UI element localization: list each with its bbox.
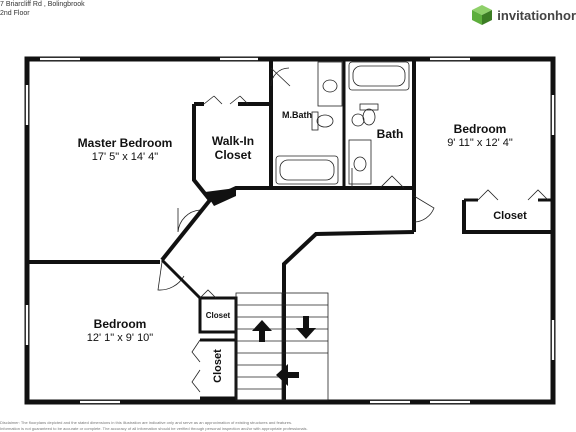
room-closet-vertical: Closet bbox=[212, 349, 224, 383]
disclaimer-line-1: Disclaimer: The floorplans depicted and … bbox=[0, 420, 293, 425]
down-arrow-icon bbox=[296, 316, 316, 339]
toilet-tank bbox=[359, 103, 379, 111]
room-name: Bedroom bbox=[453, 122, 507, 136]
room-closet-small: Closet bbox=[201, 311, 235, 320]
door-swing bbox=[270, 67, 291, 87]
room-name: Closet bbox=[214, 147, 252, 162]
room-dimensions: 17' 5" x 14' 4" bbox=[91, 150, 159, 163]
room-name: Bedroom bbox=[93, 317, 147, 331]
room-bedroom-right: Bedroom 9' 11" x 12' 4" bbox=[420, 122, 540, 149]
door-swing bbox=[177, 208, 201, 233]
room-dimensions: 9' 11" x 12' 4" bbox=[447, 136, 513, 149]
room-bath: Bath bbox=[370, 127, 410, 142]
room-name: Closet bbox=[493, 210, 527, 222]
door-swing bbox=[229, 95, 249, 105]
toilet bbox=[362, 108, 376, 126]
floor-label: 2nd Floor bbox=[0, 10, 30, 17]
cube-logo-icon bbox=[472, 5, 493, 25]
brand-name: invitationhor bbox=[497, 7, 576, 23]
wall-corner-fill bbox=[205, 188, 236, 206]
door-swing bbox=[191, 339, 201, 363]
outer-wall bbox=[24, 56, 556, 405]
sink bbox=[322, 79, 338, 93]
vanity bbox=[348, 139, 372, 185]
left-arrow-icon bbox=[276, 364, 299, 386]
door-swing bbox=[191, 369, 201, 393]
room-m-bath: M.Bath bbox=[274, 110, 320, 120]
room-closet-right: Closet bbox=[470, 210, 550, 223]
room-name: Bath bbox=[376, 127, 404, 141]
bathtub bbox=[275, 155, 339, 185]
room-name: Walk-In bbox=[211, 134, 255, 148]
vanity bbox=[317, 61, 343, 107]
door-swing bbox=[199, 289, 217, 299]
wall-hall-diagonal bbox=[160, 198, 212, 262]
disclaimer-line-2: Information is not guaranteed to be accu… bbox=[0, 426, 308, 431]
door-swing bbox=[203, 95, 223, 105]
room-master-bedroom: Master Bedroom 17' 5" x 14' 4" bbox=[60, 136, 190, 163]
bathtub bbox=[348, 61, 410, 91]
room-name: Closet bbox=[205, 311, 231, 320]
door-swing bbox=[157, 261, 185, 291]
sink bbox=[353, 156, 367, 172]
door-swing bbox=[413, 195, 435, 223]
room-walk-in-closet: Walk-In Closet bbox=[200, 134, 266, 163]
wall-closet-right bbox=[462, 200, 553, 234]
brand-logo: invitationhor bbox=[471, 4, 576, 26]
wall-hall-bottom bbox=[282, 230, 415, 402]
room-dimensions: 12' 1" x 9' 10" bbox=[86, 331, 154, 344]
toilet bbox=[316, 114, 334, 128]
toilet-tank bbox=[311, 111, 319, 131]
door-swing bbox=[527, 189, 549, 201]
wall-hall-diagonal2 bbox=[160, 258, 202, 300]
door-swing bbox=[379, 175, 405, 189]
up-arrow-icon bbox=[252, 320, 272, 342]
room-name: M.Bath bbox=[282, 110, 312, 120]
address-label: 7 Briarcliff Rd , Bolingbrook bbox=[0, 1, 85, 8]
door-swing bbox=[477, 189, 499, 201]
room-name: Master Bedroom bbox=[77, 136, 173, 150]
room-bedroom-left: Bedroom 12' 1" x 9' 10" bbox=[60, 317, 180, 344]
